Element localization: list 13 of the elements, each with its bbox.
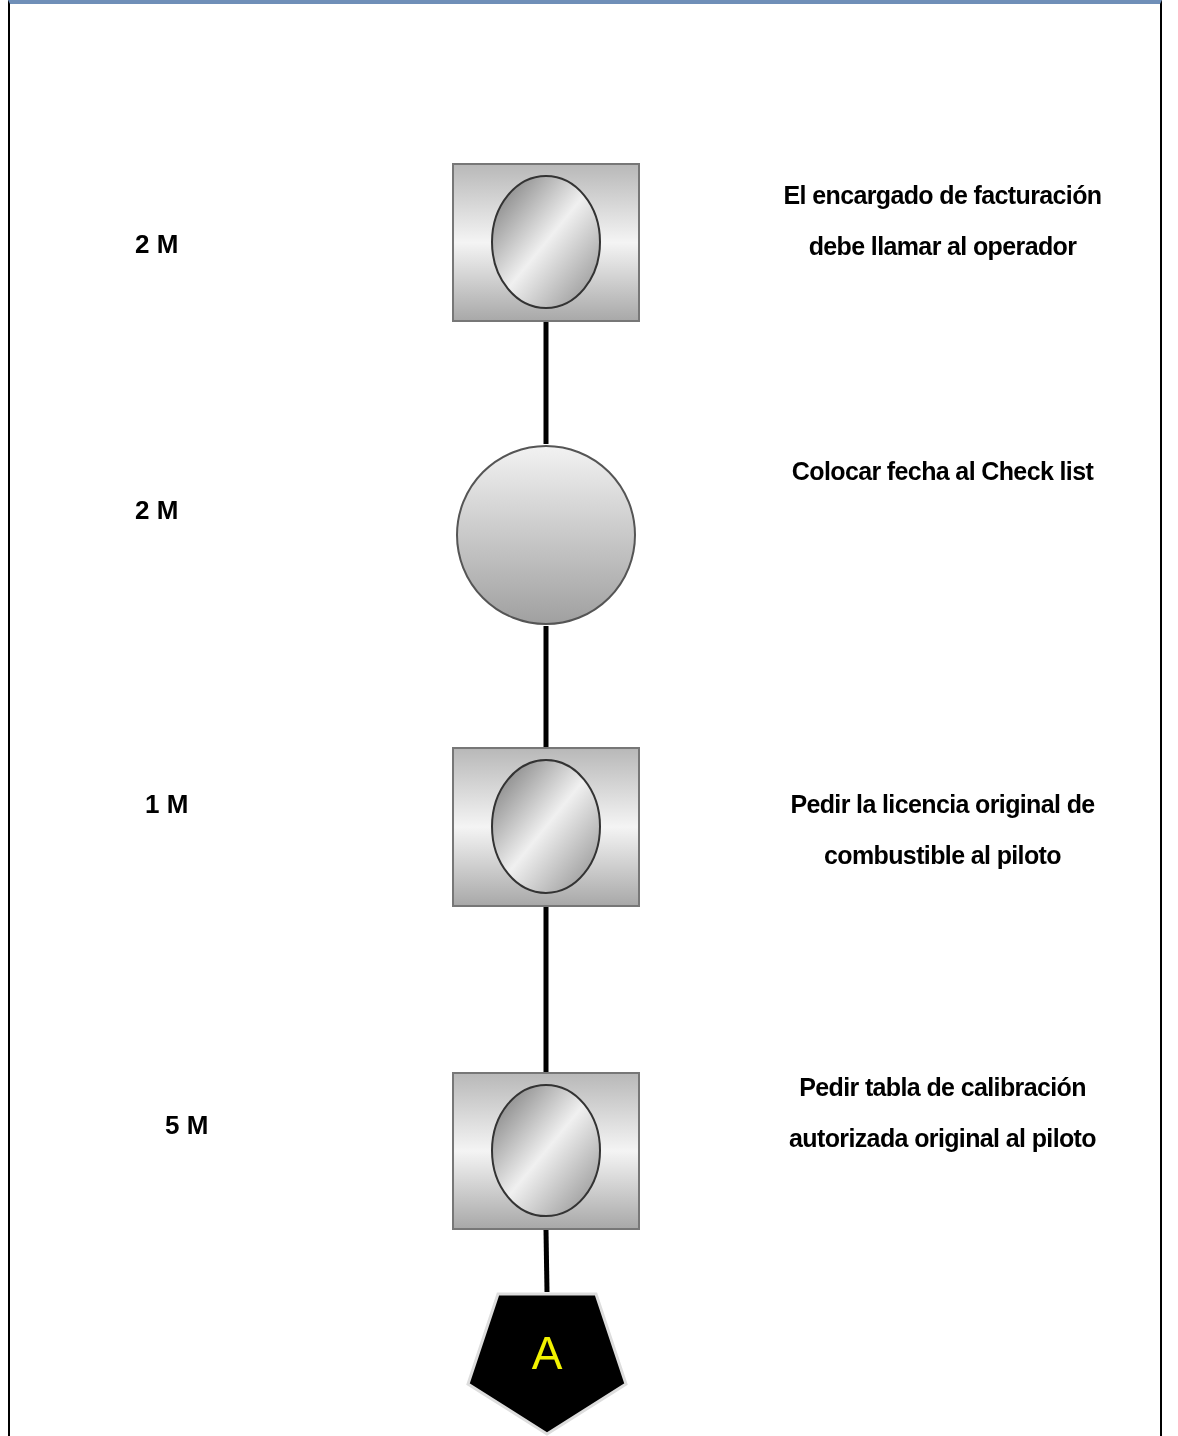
connector-line <box>543 1229 550 1293</box>
duration-label: 1 M <box>145 791 189 817</box>
step-description: El encargado de facturación debe llamar al operador <box>782 180 1103 262</box>
connector-line <box>543 907 549 1072</box>
step-description: Pedir la licencia original de combustible al piloto <box>789 789 1096 871</box>
duration-label: 2 M <box>135 231 179 257</box>
step-description: Pedir tabla de calibración autorizada original al piloto <box>788 1072 1097 1154</box>
duration-label: 2 M <box>135 497 179 523</box>
connector-line <box>543 322 549 444</box>
connector-line <box>543 626 549 747</box>
duration-label: 5 M <box>165 1112 209 1138</box>
step-description: Colocar fecha al Check list <box>790 456 1095 487</box>
connector-letter: A <box>531 1330 563 1376</box>
